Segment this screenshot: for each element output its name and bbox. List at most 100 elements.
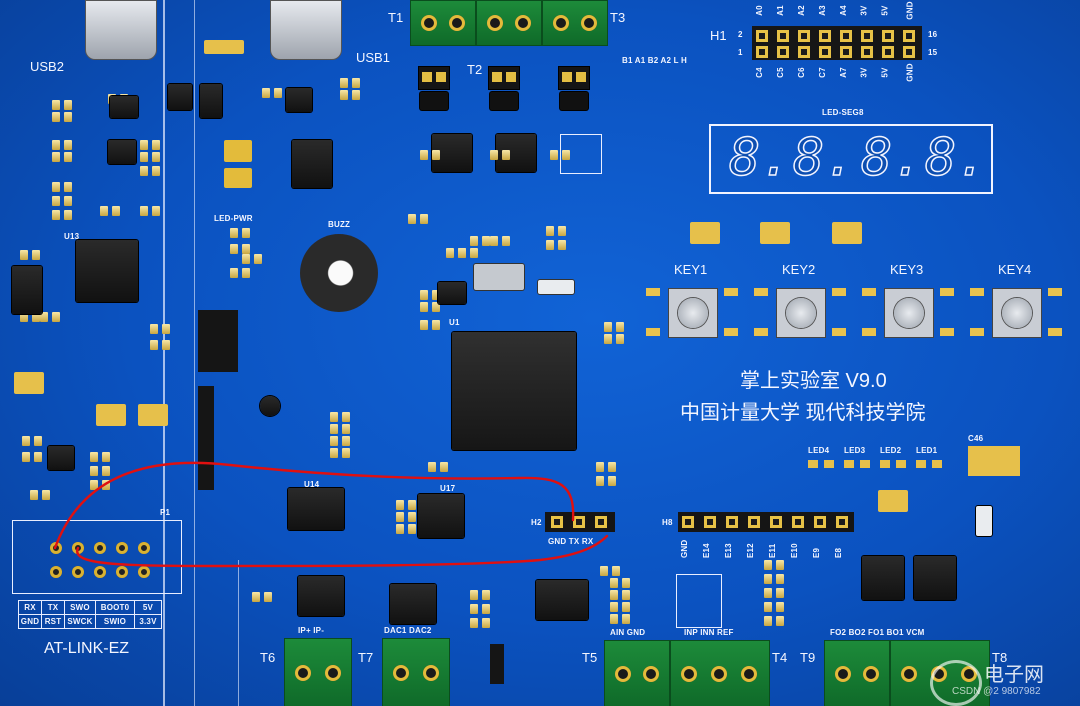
smd-pad — [612, 566, 620, 576]
smd-pad — [52, 196, 60, 206]
smd-pad — [352, 78, 360, 88]
smd-pad — [64, 210, 72, 220]
led-seg-label: LED-SEG8 — [822, 108, 864, 117]
smd-pad — [22, 436, 30, 446]
u1-label: U1 — [449, 318, 460, 327]
header-pin — [573, 516, 585, 528]
header-pin — [704, 516, 716, 528]
t2-label: T2 — [467, 62, 483, 77]
led-pwr-label: LED-PWR — [214, 214, 253, 223]
chip-u14 — [288, 488, 344, 530]
smd-pad — [340, 90, 348, 100]
chip-u6-outline — [560, 134, 602, 174]
terminal-t3 — [542, 0, 608, 46]
header-pin — [748, 516, 760, 528]
smd-pad — [40, 312, 48, 322]
c46-label: C46 — [968, 434, 984, 443]
smd-pad — [342, 424, 350, 434]
smd-pad — [274, 88, 282, 98]
key-pad — [970, 328, 984, 336]
smd-pad — [152, 152, 160, 162]
key-label: KEY4 — [998, 262, 1032, 277]
terminal-t1 — [410, 0, 476, 46]
watermark-badge — [930, 660, 982, 706]
key1-switch — [668, 288, 718, 338]
smd-pad — [64, 100, 72, 110]
smd-pad — [52, 312, 60, 322]
smd-pad — [432, 150, 440, 160]
resistor-network — [760, 222, 790, 244]
smd-pad — [152, 166, 160, 176]
key-pad — [1048, 328, 1062, 336]
smd-pad — [30, 490, 38, 500]
smd-pad — [330, 448, 338, 458]
u14-label: U14 — [304, 480, 320, 489]
header-pin — [819, 30, 831, 42]
chip-u1-mcu — [452, 332, 576, 450]
smd-pad — [242, 254, 250, 264]
h2-pins-label: GND TX RX — [548, 537, 594, 546]
atlink-cell: 3.3V — [134, 614, 162, 629]
p1-pin-hole — [138, 542, 150, 554]
key-pad — [862, 288, 876, 296]
smd-pad — [22, 452, 30, 462]
smd-pad — [604, 322, 612, 332]
cap-c22 — [204, 40, 244, 54]
chip-u10 — [862, 556, 904, 600]
key-pad — [940, 328, 954, 336]
key-pad — [832, 328, 846, 336]
smd-pad — [502, 236, 510, 246]
watermark-text: 电子网 — [984, 664, 1044, 686]
smd-pad — [150, 324, 158, 334]
smd-pad — [242, 244, 250, 254]
smd-pad — [502, 150, 510, 160]
digit-3: 8. — [860, 127, 924, 189]
header-h2 — [545, 512, 615, 532]
header-pin — [798, 30, 810, 42]
smd-pad — [610, 602, 618, 612]
header-pin — [792, 516, 804, 528]
usb2-label: USB2 — [30, 59, 64, 74]
smd-pad — [242, 228, 250, 238]
smd-pad — [52, 152, 60, 162]
smd-pad — [420, 150, 428, 160]
smd-pad — [90, 452, 98, 462]
smd-pad — [490, 150, 498, 160]
header-h7 — [490, 644, 504, 684]
terminal-hole — [421, 15, 437, 31]
h1-row2: 2 — [738, 30, 743, 39]
cap-c46 — [968, 446, 1020, 476]
header-pin — [840, 46, 852, 58]
smd-pad — [230, 228, 238, 238]
smd-pad — [102, 452, 110, 462]
led-label: LED1 — [916, 446, 938, 455]
smd-pad — [764, 616, 772, 626]
chip-u3 — [438, 282, 466, 304]
chip-d5 — [110, 96, 138, 118]
smd-pad — [162, 340, 170, 350]
smd-pad — [558, 240, 566, 250]
smd-pad — [264, 592, 272, 602]
key-pad — [832, 288, 846, 296]
p1-connector-outline — [12, 520, 182, 594]
p1-label: P1 — [160, 508, 171, 517]
key-label: KEY3 — [890, 262, 924, 277]
resistor-network — [878, 490, 908, 512]
terminal-hole — [643, 666, 659, 682]
resistor-network — [138, 404, 168, 426]
smd-pad — [482, 590, 490, 600]
t1-label: T1 — [388, 10, 404, 25]
smd-pad — [562, 150, 570, 160]
terminal-hole — [711, 666, 727, 682]
smd-pad — [52, 112, 60, 122]
smd-pad — [428, 462, 436, 472]
t7-label: T7 — [358, 650, 374, 665]
smd-pad — [254, 254, 262, 264]
t5-pins: AIN GND — [610, 628, 646, 637]
chip-u11 — [48, 446, 74, 470]
chip-u16 — [390, 584, 436, 624]
smd-pad — [52, 140, 60, 150]
key-pad — [754, 328, 768, 336]
chip-u9 — [914, 556, 956, 600]
chip-r4-block — [490, 92, 518, 110]
